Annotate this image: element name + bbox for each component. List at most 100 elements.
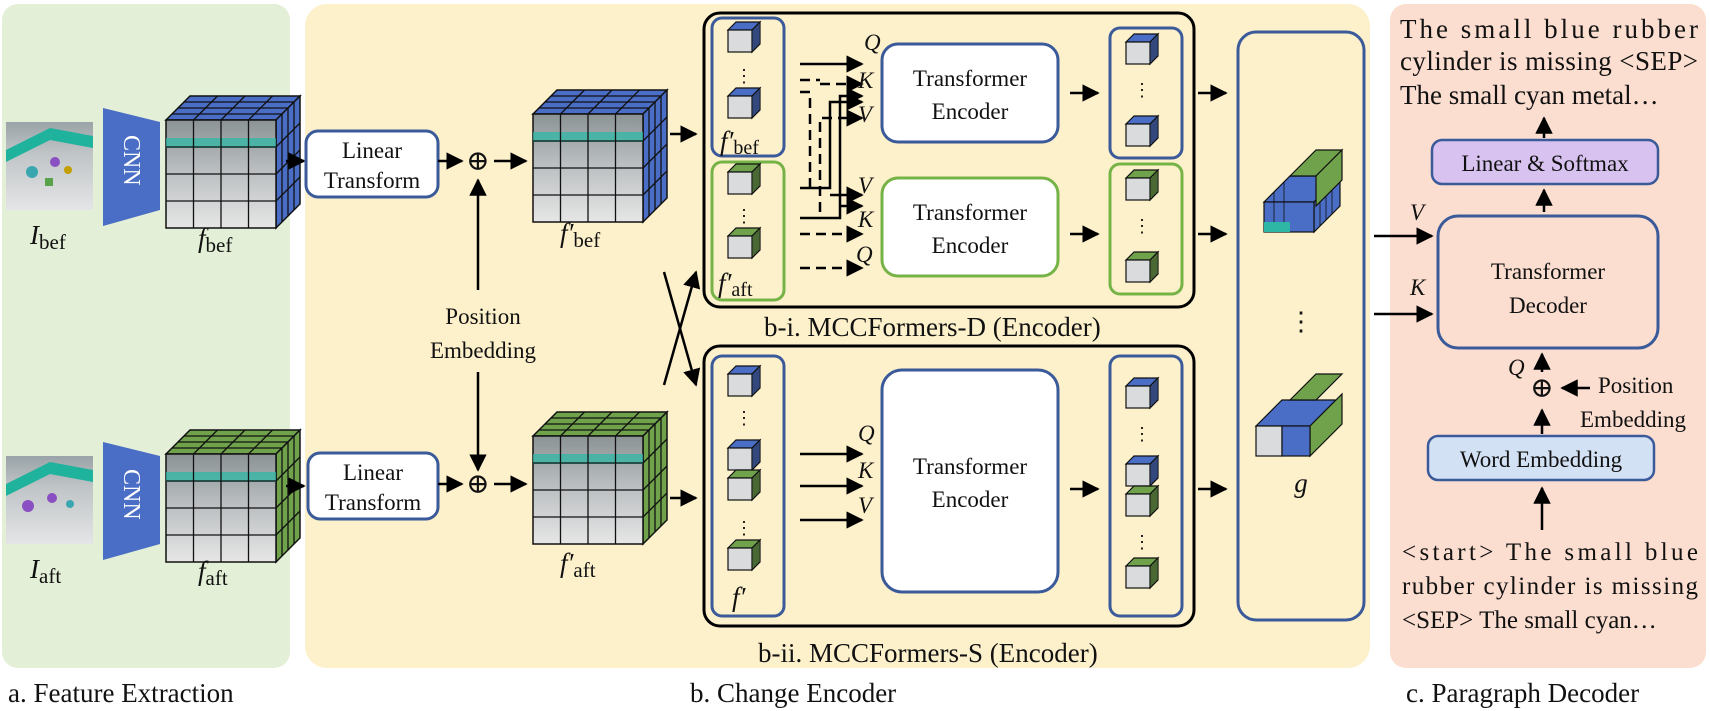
qkv-d-bot-k: K	[857, 207, 875, 232]
arrow-d-bot-k	[800, 87, 864, 220]
linear-transform-aft: Linear Transform	[306, 451, 440, 521]
label-feat-aft: faft	[198, 556, 228, 590]
svg-text:Linear: Linear	[342, 138, 402, 163]
token-column-aft	[710, 160, 786, 302]
g-dots: ⋮	[1288, 307, 1314, 336]
svg-text:Encoder: Encoder	[932, 487, 1009, 512]
cnn-block-after: CNN	[103, 442, 160, 560]
label-fprime-aft: f′aft	[560, 548, 596, 582]
out-s-4	[1125, 557, 1159, 589]
token-s-1	[727, 365, 761, 397]
svg-text:Encoder: Encoder	[932, 99, 1009, 124]
svg-text:Transform: Transform	[324, 168, 420, 193]
feature-cube-prime-bef	[532, 89, 668, 223]
decoder-v-label: V	[1410, 200, 1427, 225]
decoder-position-embedding-1: Position	[1598, 373, 1674, 398]
decoder-k-label: K	[1409, 275, 1427, 300]
output-column-d-bottom	[1108, 162, 1184, 296]
decoder-q-label: Q	[1508, 355, 1525, 380]
label-img-aft: Iaft	[29, 554, 61, 588]
arrow-d-top-v	[818, 109, 864, 212]
qkv-d-top-q: Q	[864, 30, 881, 55]
output-column-s	[1108, 354, 1184, 618]
out-s-1	[1125, 377, 1159, 409]
caption-mccformers-s: b-ii. MCCFormers-S (Encoder)	[758, 638, 1098, 668]
caption-feature-extraction: a. Feature Extraction	[8, 678, 234, 708]
svg-text:Transformer: Transformer	[913, 454, 1027, 479]
image-after	[6, 456, 93, 544]
out-s-3	[1125, 485, 1159, 517]
out-d-top-dots: ⋮	[1133, 80, 1151, 100]
output-text-line-3: The small cyan metal…	[1400, 80, 1659, 110]
svg-text:Linear: Linear	[343, 460, 403, 485]
token-s-dots-1: ⋮	[735, 408, 753, 428]
qkv-s-q: Q	[858, 421, 875, 446]
linear-softmax-box: Linear & Softmax	[1430, 138, 1660, 186]
token-s-dots-2: ⋮	[735, 518, 753, 538]
label-feat-bef: fbef	[198, 223, 232, 257]
arrow-d-top-k	[800, 78, 820, 194]
decoder-oplus: ⊕	[1530, 373, 1553, 404]
qkv-d-top-v: V	[858, 102, 875, 127]
svg-text:Transformer: Transformer	[913, 200, 1027, 225]
svg-text:Transformer: Transformer	[1491, 259, 1605, 284]
g-column	[1236, 30, 1366, 622]
linear-transform-bef: Linear Transform	[304, 129, 440, 199]
token-bef-1	[727, 21, 761, 53]
decoder-position-embedding-2: Embedding	[1580, 407, 1687, 432]
svg-text:CNN: CNN	[118, 469, 144, 520]
feature-cube-bef	[165, 95, 301, 229]
caption-paragraph-decoder: c. Paragraph Decoder	[1406, 678, 1639, 708]
transformer-encoder-s: Transformer Encoder	[880, 368, 1060, 594]
transformer-encoder-d-top: Transformer Encoder	[880, 42, 1060, 144]
token-bef-2	[727, 87, 761, 119]
caption-mccformers-d: b-i. MCCFormers-D (Encoder)	[764, 312, 1101, 342]
token-s-2	[727, 439, 761, 471]
out-d-bot-dots: ⋮	[1133, 216, 1151, 236]
svg-text:Decoder: Decoder	[1509, 293, 1587, 318]
oplus-bef: ⊕	[466, 146, 489, 177]
position-embedding-label-2: Embedding	[430, 338, 537, 363]
qkv-s-v: V	[858, 493, 875, 518]
label-img-bef: Ibef	[29, 220, 66, 254]
token-column-s	[710, 354, 786, 618]
input-text-line-1: <start> The small blue	[1402, 539, 1698, 566]
label-fprime-bef: f′bef	[560, 218, 600, 252]
mccformers-s-box	[702, 344, 1196, 628]
svg-text:Encoder: Encoder	[932, 233, 1009, 258]
svg-text:Linear & Softmax: Linear & Softmax	[1461, 151, 1629, 176]
dots-aft: ⋮	[735, 206, 753, 226]
output-text-line-1: The small blue rubber	[1400, 14, 1698, 44]
output-column-d-top	[1108, 26, 1184, 160]
out-d-top-1	[1125, 33, 1159, 65]
image-before	[6, 122, 93, 210]
out-s-dots-1: ⋮	[1133, 424, 1151, 444]
svg-text:CNN: CNN	[118, 135, 144, 186]
transformer-decoder-box: Transformer Decoder	[1436, 214, 1660, 350]
out-d-bot-2	[1125, 251, 1159, 283]
arrow-d-bot-v	[800, 93, 864, 190]
input-text-line-2: rubber cylinder is missing	[1402, 573, 1699, 600]
position-embedding-label-1: Position	[445, 304, 521, 329]
qkv-d-top-k: K	[857, 68, 875, 93]
caption-change-encoder: b. Change Encoder	[690, 678, 896, 708]
word-embedding-box: Word Embedding	[1426, 434, 1656, 482]
arrow-cross-down	[662, 271, 701, 387]
svg-text:Word Embedding: Word Embedding	[1460, 447, 1623, 472]
out-d-top-2	[1125, 115, 1159, 147]
g-bar-bottom	[1254, 373, 1344, 458]
feature-cube-prime-aft	[532, 411, 668, 545]
label-fprime-aft-small: f′aft	[718, 268, 753, 301]
token-aft-2	[727, 227, 761, 259]
label-fprime-s: f′	[732, 582, 747, 612]
feature-cube-aft	[165, 429, 301, 563]
qkv-d-bot-v: V	[858, 173, 875, 198]
oplus-aft: ⊕	[466, 469, 489, 500]
label-g: g	[1294, 468, 1308, 498]
cnn-block-before: CNN	[103, 108, 160, 226]
out-d-bot-1	[1125, 169, 1159, 201]
token-column-bef	[710, 16, 786, 158]
label-fprime-bef-small: f′bef	[720, 126, 759, 159]
svg-text:Transformer: Transformer	[913, 66, 1027, 91]
